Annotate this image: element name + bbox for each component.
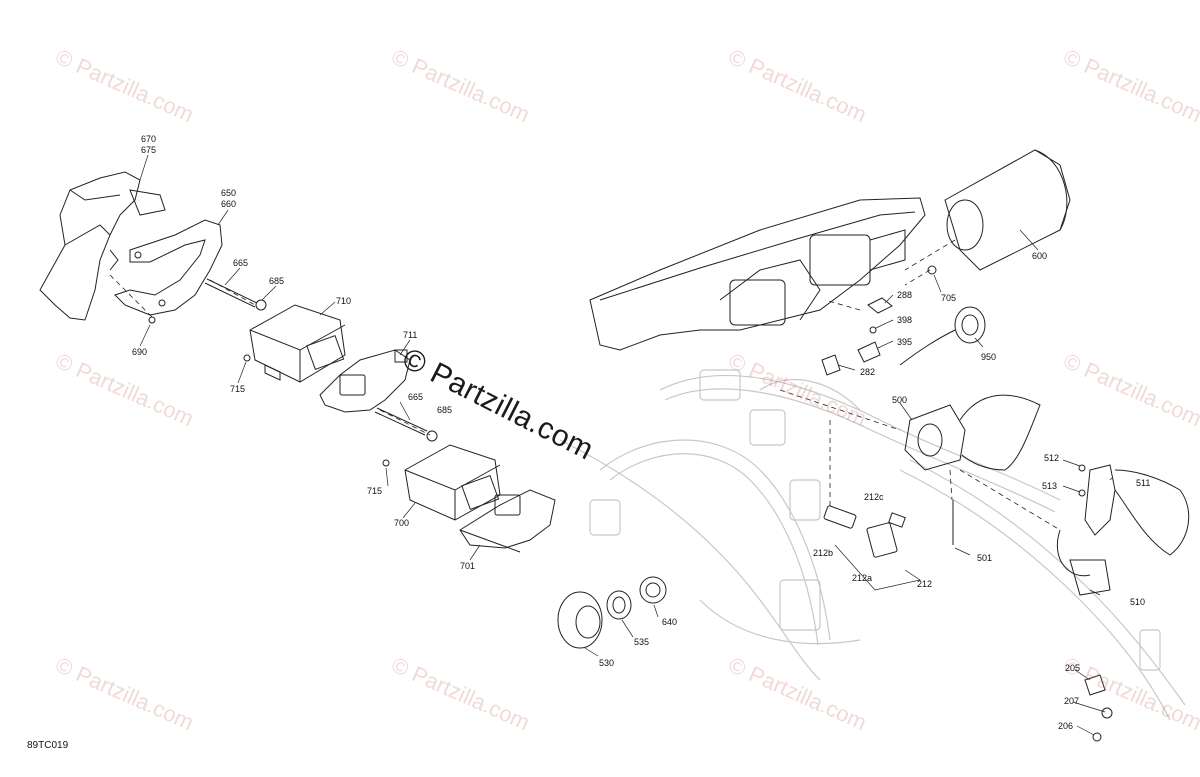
diagram-code: 89TC019 <box>27 740 69 751</box>
module-700 <box>404 444 501 521</box>
screw-705 <box>927 265 937 275</box>
part-label: 640 <box>662 617 678 627</box>
part-label: 501 <box>977 553 993 563</box>
leader-lines <box>139 154 1113 736</box>
part-label: 212 <box>917 579 933 589</box>
washer-513 <box>1078 489 1086 497</box>
part-label: 398 <box>897 315 913 325</box>
part-label: 288 <box>897 290 913 300</box>
connector-530 <box>557 591 603 649</box>
part-label: 660 <box>221 199 237 209</box>
bracket-701 <box>459 489 556 553</box>
bracket-711 <box>319 349 411 413</box>
part-label: 600 <box>1032 251 1048 261</box>
part-label: 670 <box>141 134 157 144</box>
switch-500 <box>904 394 1041 471</box>
plate-205 <box>1084 674 1106 696</box>
part-label: 530 <box>599 658 615 668</box>
part-label: 685 <box>437 405 453 415</box>
bracket-511 <box>1056 464 1190 577</box>
bracket-510 <box>1069 559 1111 596</box>
part-label: 665 <box>233 258 249 268</box>
part-label: 512 <box>1044 453 1060 463</box>
part-label: 650 <box>221 188 237 198</box>
part-label: 395 <box>897 337 913 347</box>
dashed-guide-lines <box>109 239 1061 531</box>
part-label: 511 <box>1136 478 1151 488</box>
part-label: 205 <box>1065 663 1081 673</box>
part-label: 212b <box>813 548 834 558</box>
part-label: 690 <box>132 347 148 357</box>
screw-512 <box>1078 464 1086 472</box>
screw-398 <box>869 326 877 334</box>
part-label: 513 <box>1042 481 1058 491</box>
washer-685-lower <box>426 430 438 442</box>
washer-685-upper <box>255 299 267 311</box>
part-label: 700 <box>394 518 410 528</box>
part-label: 711 <box>403 330 418 340</box>
dashboard-housing <box>589 197 926 351</box>
part-label: 206 <box>1058 721 1074 731</box>
part-label: 510 <box>1130 597 1146 607</box>
screw-690 <box>148 316 156 324</box>
clip-288 <box>867 297 893 314</box>
part-label: 500 <box>892 395 908 405</box>
part-label: 705 <box>941 293 957 303</box>
pod-600 <box>944 149 1071 271</box>
clip-282 <box>821 354 841 376</box>
part-label: 665 <box>408 392 424 402</box>
module-710 <box>249 304 346 383</box>
part-label: 212c <box>864 492 884 502</box>
part-label: 685 <box>269 276 285 286</box>
part-label: 710 <box>336 296 352 306</box>
part-label: 207 <box>1064 696 1080 706</box>
part-label: 535 <box>634 637 650 647</box>
mounting-bracket-670 <box>39 171 166 321</box>
part-label: 212a <box>852 573 873 583</box>
part-label: 675 <box>141 145 157 155</box>
part-label: 282 <box>860 367 876 377</box>
washer-207 <box>1101 707 1113 719</box>
nut-206 <box>1092 732 1102 742</box>
socket-640 <box>639 576 667 604</box>
part-label: 701 <box>460 561 476 571</box>
outlet-950 <box>899 306 986 366</box>
ring-535 <box>606 590 632 620</box>
screw-715-upper <box>243 354 251 362</box>
mounting-bracket-650 <box>114 219 223 316</box>
bolt-665-upper <box>204 278 258 308</box>
part-label: 950 <box>981 352 997 362</box>
part-label: 715 <box>367 486 383 496</box>
connector-212 <box>823 505 906 558</box>
screw-715-lower <box>382 459 390 467</box>
bolt-665-lower <box>374 407 428 436</box>
part-label: 715 <box>230 384 246 394</box>
clamp-395 <box>857 341 881 363</box>
